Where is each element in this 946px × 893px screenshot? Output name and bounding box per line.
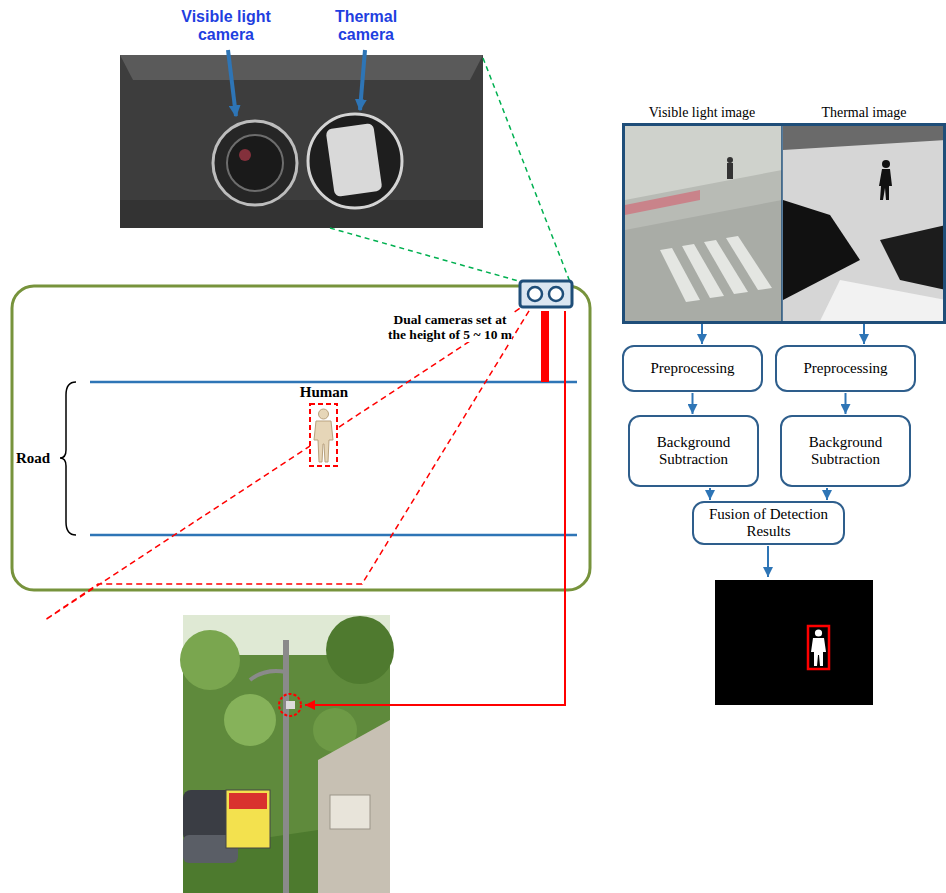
camera-label: Visible light camera xyxy=(168,8,284,44)
image-heading: Thermal image xyxy=(782,104,946,121)
wall xyxy=(318,720,390,893)
foliage xyxy=(224,694,276,746)
thermal-scene xyxy=(783,126,946,150)
thermal-lens xyxy=(308,114,402,208)
location-arrow xyxy=(305,311,565,705)
image-panel: Visible light image xyxy=(622,104,782,323)
camera-lens-icon xyxy=(549,287,563,301)
lens-glint xyxy=(239,149,251,161)
road-edge xyxy=(90,381,577,384)
object-label: Human xyxy=(298,384,350,401)
process-label: Fusion of Detection Results xyxy=(702,506,835,540)
thermal-shadow xyxy=(880,225,946,290)
mount-note: Dual cameras set at the height of 5 ~ 10… xyxy=(388,312,512,342)
image-panel: Thermal image xyxy=(782,104,946,323)
flow-arrow xyxy=(863,324,865,344)
flow-arrow xyxy=(701,324,703,344)
foliage xyxy=(326,616,394,684)
image-divider xyxy=(781,125,783,322)
housing-top xyxy=(120,55,483,80)
visible-lens-inner xyxy=(227,135,283,191)
crosswalk-stripe xyxy=(726,236,772,290)
road-bracket xyxy=(60,382,76,535)
pedestrian xyxy=(727,157,733,163)
visible-scene-wall xyxy=(625,126,782,200)
image-heading: Visible light image xyxy=(622,104,782,121)
camera-marker xyxy=(279,694,301,716)
process-label: Background Subtraction xyxy=(790,434,901,468)
human-head xyxy=(319,409,329,419)
zoom-line xyxy=(483,58,570,282)
process-box: Background Subtraction xyxy=(628,415,759,487)
camera-pole xyxy=(541,311,549,382)
thermal-person xyxy=(882,160,890,168)
process-label: Background Subtraction xyxy=(638,434,749,468)
foliage xyxy=(180,630,240,690)
housing-bottom xyxy=(120,200,483,228)
process-box: Background Subtraction xyxy=(780,415,911,487)
scene-frame xyxy=(12,286,590,590)
flow-arrow xyxy=(845,393,847,414)
lens-reflection xyxy=(326,123,383,197)
road-edge xyxy=(90,534,577,537)
camera-lens-icon xyxy=(528,287,542,301)
street-sign-band xyxy=(229,793,267,809)
result-image xyxy=(715,580,873,705)
pointer-arrow xyxy=(360,50,365,110)
visible-scene-road xyxy=(625,200,782,321)
human-box xyxy=(310,404,337,466)
process-box: Preprocessing xyxy=(622,345,763,392)
visible-lens xyxy=(213,121,297,205)
image-frame xyxy=(624,125,945,323)
crosswalk-red xyxy=(625,190,700,215)
lamp-pole xyxy=(283,640,289,893)
process-box: Fusion of Detection Results xyxy=(692,501,845,545)
wall-plate xyxy=(330,795,370,829)
thermal-person xyxy=(879,169,892,200)
visible-image xyxy=(625,126,782,321)
detection-box xyxy=(808,626,829,669)
pointer-arrow xyxy=(228,50,236,116)
human-body xyxy=(314,421,333,462)
field-of-view xyxy=(45,303,532,620)
camera-label: Thermal camera xyxy=(320,8,412,44)
process-box: Preprocessing xyxy=(775,345,916,392)
flow-arrow xyxy=(767,546,769,577)
thermal-image xyxy=(783,126,946,321)
region-label: Road xyxy=(16,450,60,467)
zoom-line xyxy=(330,228,522,282)
process-label: Preprocessing xyxy=(803,360,887,377)
camera-photo xyxy=(120,55,483,228)
flow-arrow xyxy=(709,488,711,500)
silhouette xyxy=(811,638,826,666)
flow-arrow xyxy=(692,393,694,414)
process-label: Preprocessing xyxy=(650,360,734,377)
pole-camera xyxy=(286,701,295,709)
thermal-road xyxy=(820,280,946,321)
street-sign xyxy=(226,790,270,848)
silhouette xyxy=(815,629,822,636)
dual-camera-icon xyxy=(520,281,572,307)
lamp-arm xyxy=(250,671,286,680)
pedestrian xyxy=(727,163,733,179)
flow-arrow xyxy=(826,488,828,500)
